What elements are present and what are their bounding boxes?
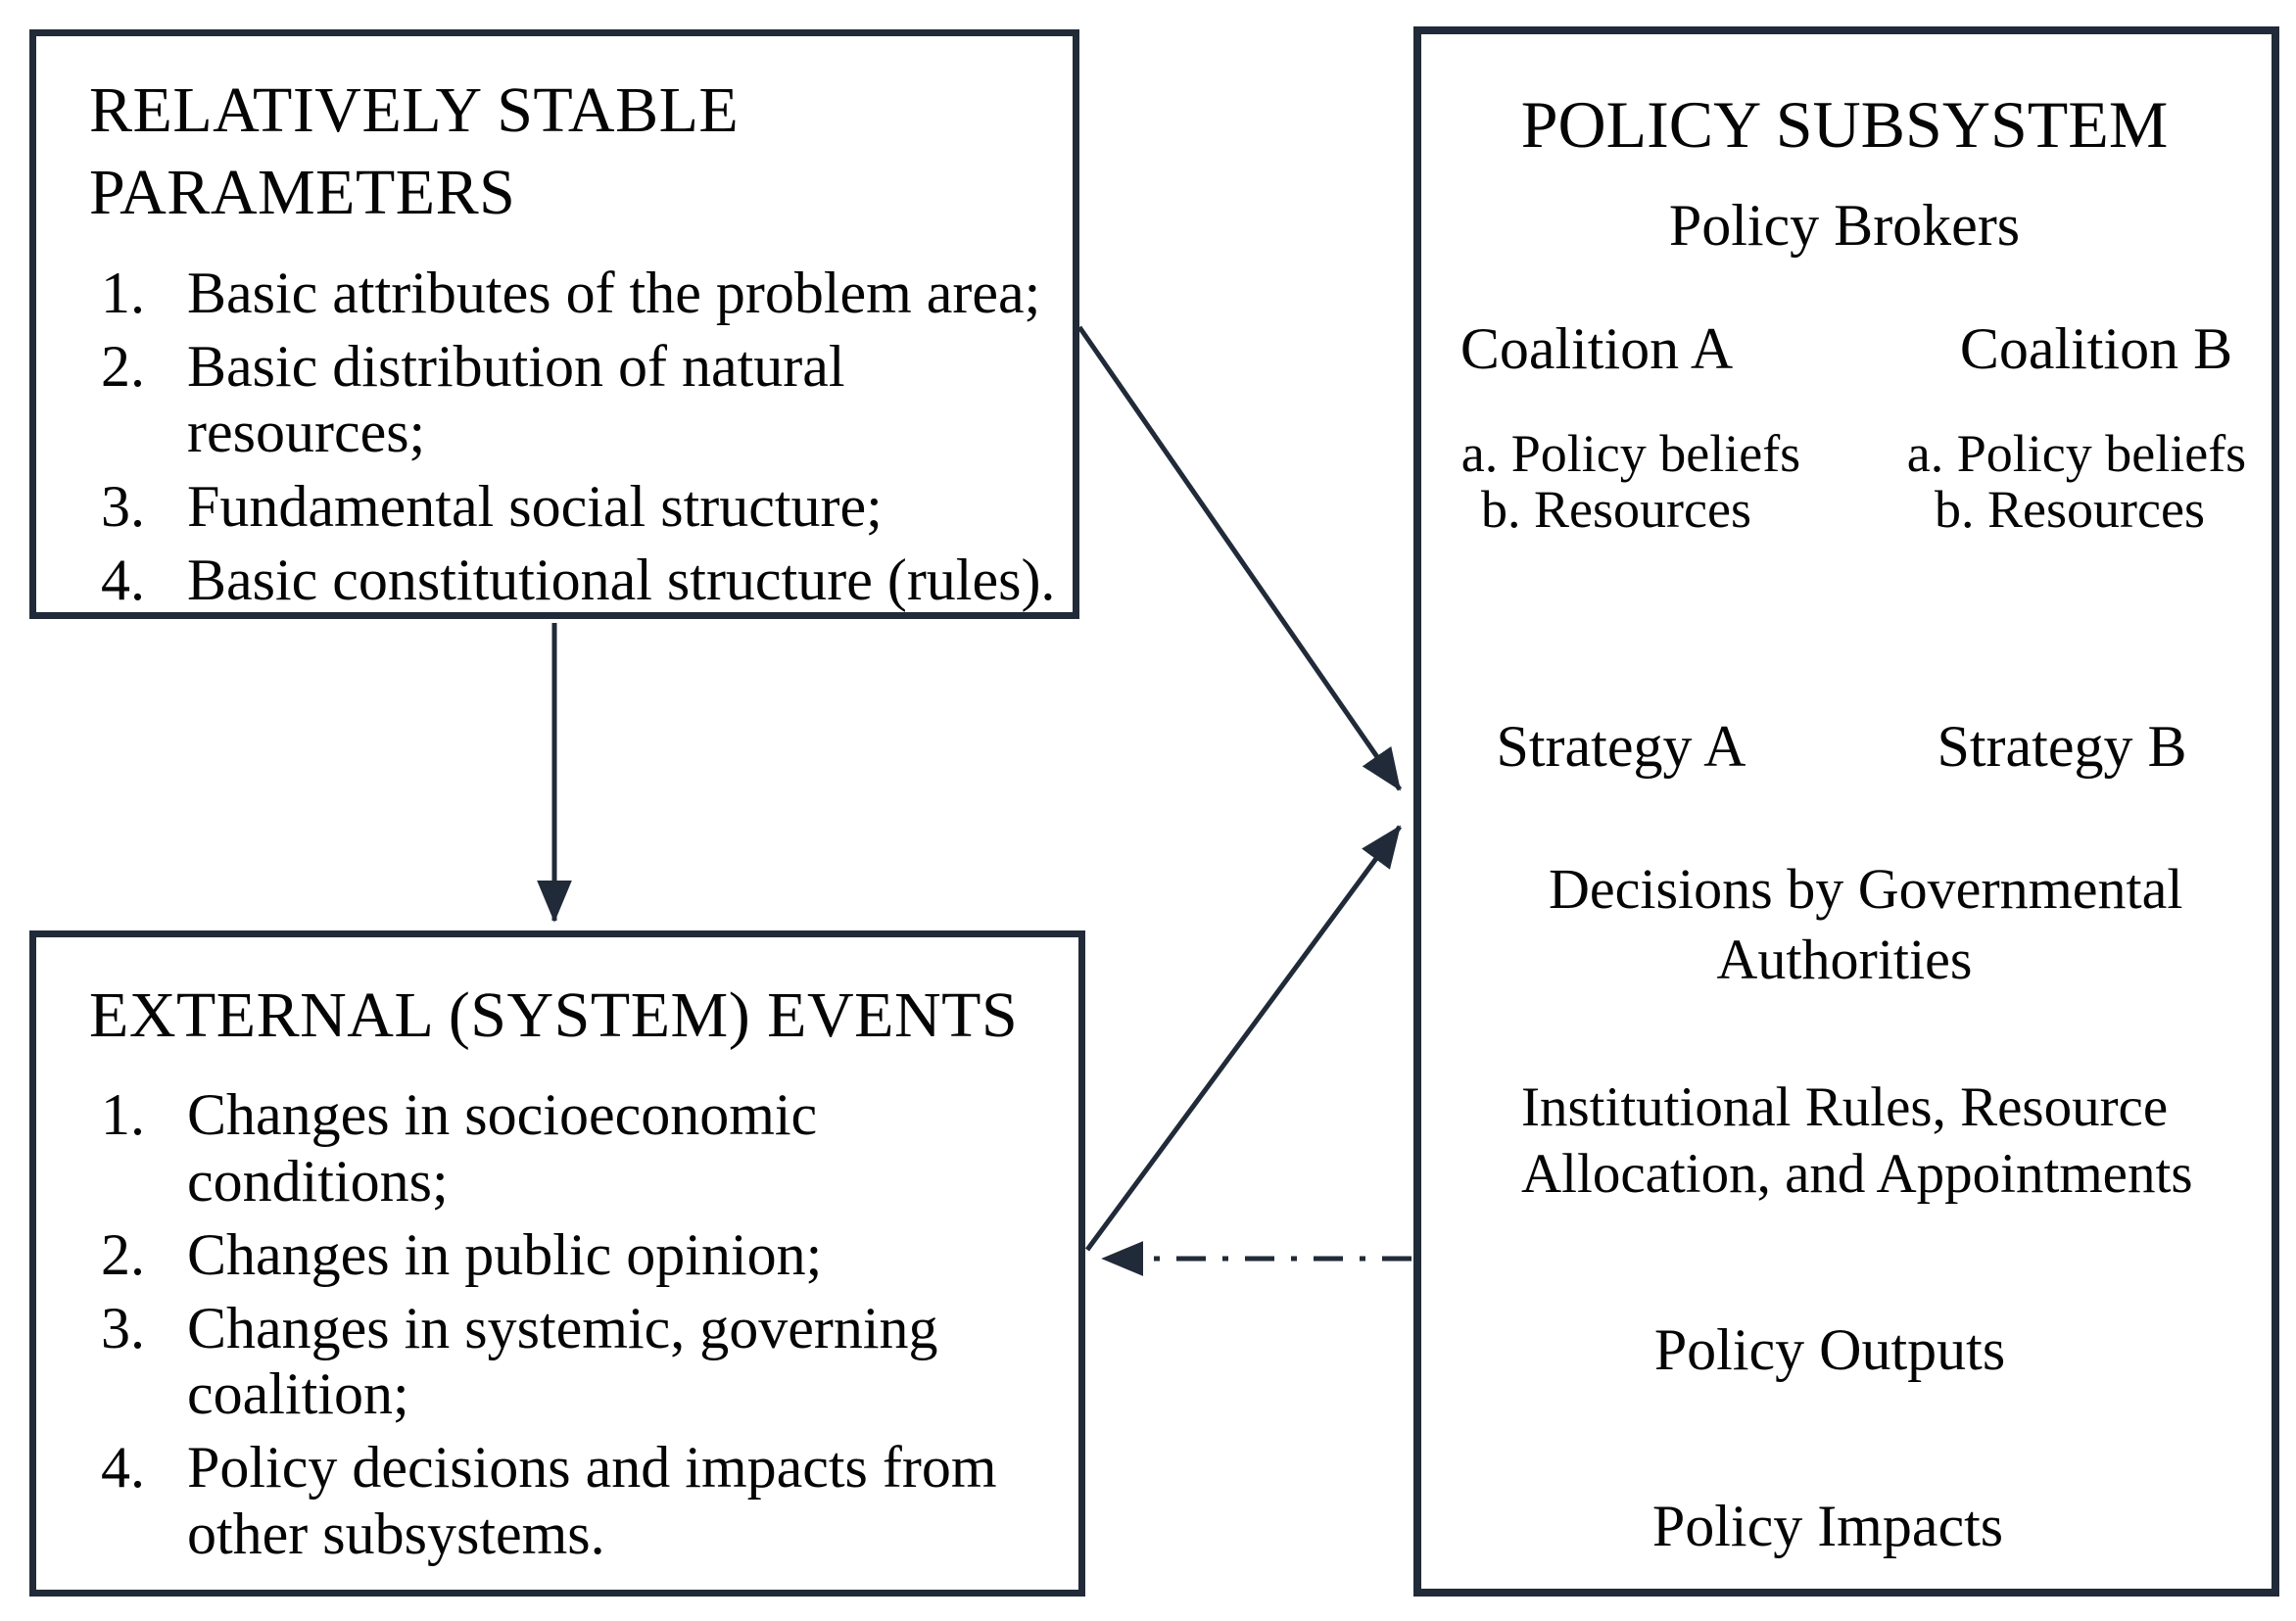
coalition-b-resources-label: b. Resources bbox=[1935, 480, 2205, 539]
coalition-a-resources-label: b. Resources bbox=[1481, 480, 1751, 539]
list-item-number: 2. bbox=[101, 1221, 145, 1287]
strategy-b-label: Strategy B bbox=[1937, 714, 2187, 779]
text-line: Basic attributes of the problem area; bbox=[187, 260, 1041, 325]
list-item-text: Basic attributes of the problem area; bbox=[187, 261, 1040, 326]
policy-subsystem-box bbox=[1413, 26, 2279, 1597]
stable-parameters-title: RELATIVELY STABLE PARAMETERS bbox=[89, 70, 1047, 235]
list-item-number: 3. bbox=[101, 473, 145, 539]
stable-parameters-list: 1. Basic attributes of the problem area; 2… bbox=[89, 261, 1055, 613]
list-item-number: 1. bbox=[101, 1082, 145, 1148]
text-line: Institutional Rules, Resource bbox=[1521, 1076, 2169, 1138]
policy-subsystem-title: POLICY SUBSYSTEM bbox=[1520, 87, 2169, 162]
text-line: resources; bbox=[187, 400, 426, 465]
text-line: coalition; bbox=[187, 1361, 409, 1427]
text-line: Changes in socioeconomic bbox=[187, 1082, 818, 1148]
arrow-external-to-subsystem bbox=[1084, 825, 1403, 1252]
coalition-b-label: Coalition B bbox=[1959, 316, 2233, 381]
external-system-events-box: EXTERNAL (SYSTEM) EVENTS 1. Changes in so… bbox=[29, 930, 1085, 1597]
coalition-a-policy-beliefs-label: a. Policy beliefs bbox=[1460, 424, 1801, 483]
text-line: Allocation, and Appointments bbox=[1521, 1143, 2193, 1206]
text-line: Basic distribution of natural bbox=[187, 334, 845, 400]
list-item-text: Fundamental social structure; bbox=[187, 474, 883, 540]
relatively-stable-parameters-box: RELATIVELY STABLE PARAMETERS 1. Basic attr… bbox=[29, 29, 1079, 619]
text-line: PARAMETERS bbox=[89, 157, 516, 229]
list-item-text: Basic constitutional structure (rules). bbox=[187, 548, 1055, 613]
arrow-stable-to-subsystem bbox=[1076, 325, 1403, 791]
text-line: other subsystems. bbox=[187, 1501, 605, 1566]
list-item: 1. Basic attributes of the problem area; bbox=[89, 261, 1047, 326]
text-line: Policy decisions and impacts from bbox=[187, 1435, 997, 1501]
strategy-a-label: Strategy A bbox=[1496, 714, 1746, 779]
list-item-number: 4. bbox=[101, 547, 145, 612]
text-line: Fundamental social structure; bbox=[187, 473, 883, 539]
text-line: Decisions by Governmental bbox=[1549, 857, 2183, 921]
list-item: 2. Changes in public opinion; bbox=[89, 1222, 1053, 1288]
list-item-number: 4. bbox=[101, 1435, 145, 1501]
coalition-b-policy-beliefs-label: a. Policy beliefs bbox=[1906, 424, 2247, 483]
policy-impacts-label: Policy Impacts bbox=[1651, 1494, 2004, 1558]
policy-outputs-label: Policy Outputs bbox=[1653, 1317, 2006, 1382]
list-item-number: 1. bbox=[101, 260, 145, 325]
text-line: Changes in public opinion; bbox=[187, 1221, 823, 1287]
list-item-number: 3. bbox=[101, 1296, 145, 1361]
text-line: Basic constitutional structure (rules). bbox=[187, 547, 1056, 612]
list-item-text: Changes in public opinion; bbox=[187, 1222, 822, 1288]
text-line: Changes in systemic, governing bbox=[187, 1296, 938, 1361]
coalition-a-label: Coalition A bbox=[1459, 316, 1734, 381]
text-line: conditions; bbox=[187, 1148, 449, 1214]
text-line: EXTERNAL (SYSTEM) EVENTS bbox=[89, 979, 1019, 1051]
external-events-title: EXTERNAL (SYSTEM) EVENTS bbox=[89, 975, 1053, 1057]
list-item-number: 2. bbox=[101, 334, 145, 400]
list-item: 4. Basic constitutional structure (rules)… bbox=[89, 547, 1055, 613]
policy-brokers-label: Policy Brokers bbox=[1668, 193, 2021, 258]
list-item: 3. Fundamental social structure; bbox=[89, 474, 1047, 540]
text-line: RELATIVELY STABLE bbox=[89, 74, 740, 146]
text-line: Authorities bbox=[1716, 927, 1973, 991]
